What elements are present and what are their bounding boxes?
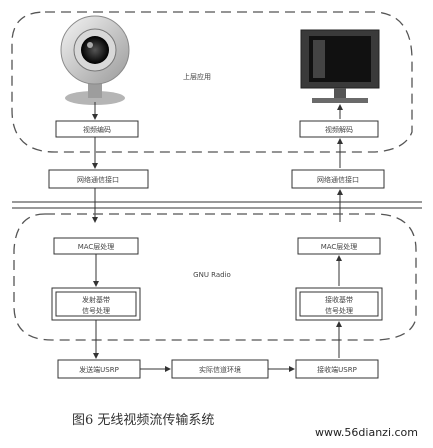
rx-baseband-box: 接收基带 信号处理: [295, 287, 383, 321]
video-decode-box: 视频解码: [299, 120, 379, 138]
watermark: www.56dianzi.com: [315, 426, 418, 439]
rx-baseband-line1: 接收基带: [325, 295, 353, 304]
channel-box: 实际信道环境: [171, 359, 269, 379]
tx-usrp-label: 发送端USRP: [79, 365, 119, 374]
video-encode-label: 视频编码: [83, 125, 111, 134]
figure-caption: 图6 无线视频流传输系统: [72, 412, 214, 428]
rx-baseband-line2: 信号处理: [325, 306, 353, 315]
tx-baseband-box: 发射基带 信号处理: [51, 287, 141, 321]
app-label: 上层应用: [183, 72, 211, 81]
gnu-radio-label: GNU Radio: [193, 271, 231, 279]
socket-interface-left-box: 网络通信接口: [48, 169, 149, 189]
mac-right-box: MAC层处理: [297, 237, 381, 255]
socket-interface-right-box: 网络通信接口: [291, 169, 385, 189]
channel-label: 实际信道环境: [199, 365, 241, 374]
rx-usrp-box: 接收端USRP: [295, 359, 379, 379]
tx-baseband-line1: 发射基带: [82, 295, 110, 304]
tx-baseband-line2: 信号处理: [82, 306, 110, 315]
socket-left-label: 网络通信接口: [77, 175, 119, 184]
mac-left-box: MAC层处理: [53, 237, 139, 255]
application-layer-group: [11, 11, 413, 153]
webcam-icon: [60, 15, 130, 105]
rx-usrp-label: 接收端USRP: [317, 365, 357, 374]
video-decode-label: 视频解码: [325, 125, 353, 134]
gnu-radio-group: [13, 213, 417, 341]
monitor-icon: [300, 29, 380, 103]
mac-right-label: MAC层处理: [321, 242, 358, 251]
socket-right-label: 网络通信接口: [317, 175, 359, 184]
tx-usrp-box: 发送端USRP: [57, 359, 141, 379]
video-encode-box: 视频编码: [55, 120, 139, 138]
mac-left-label: MAC层处理: [78, 242, 115, 251]
